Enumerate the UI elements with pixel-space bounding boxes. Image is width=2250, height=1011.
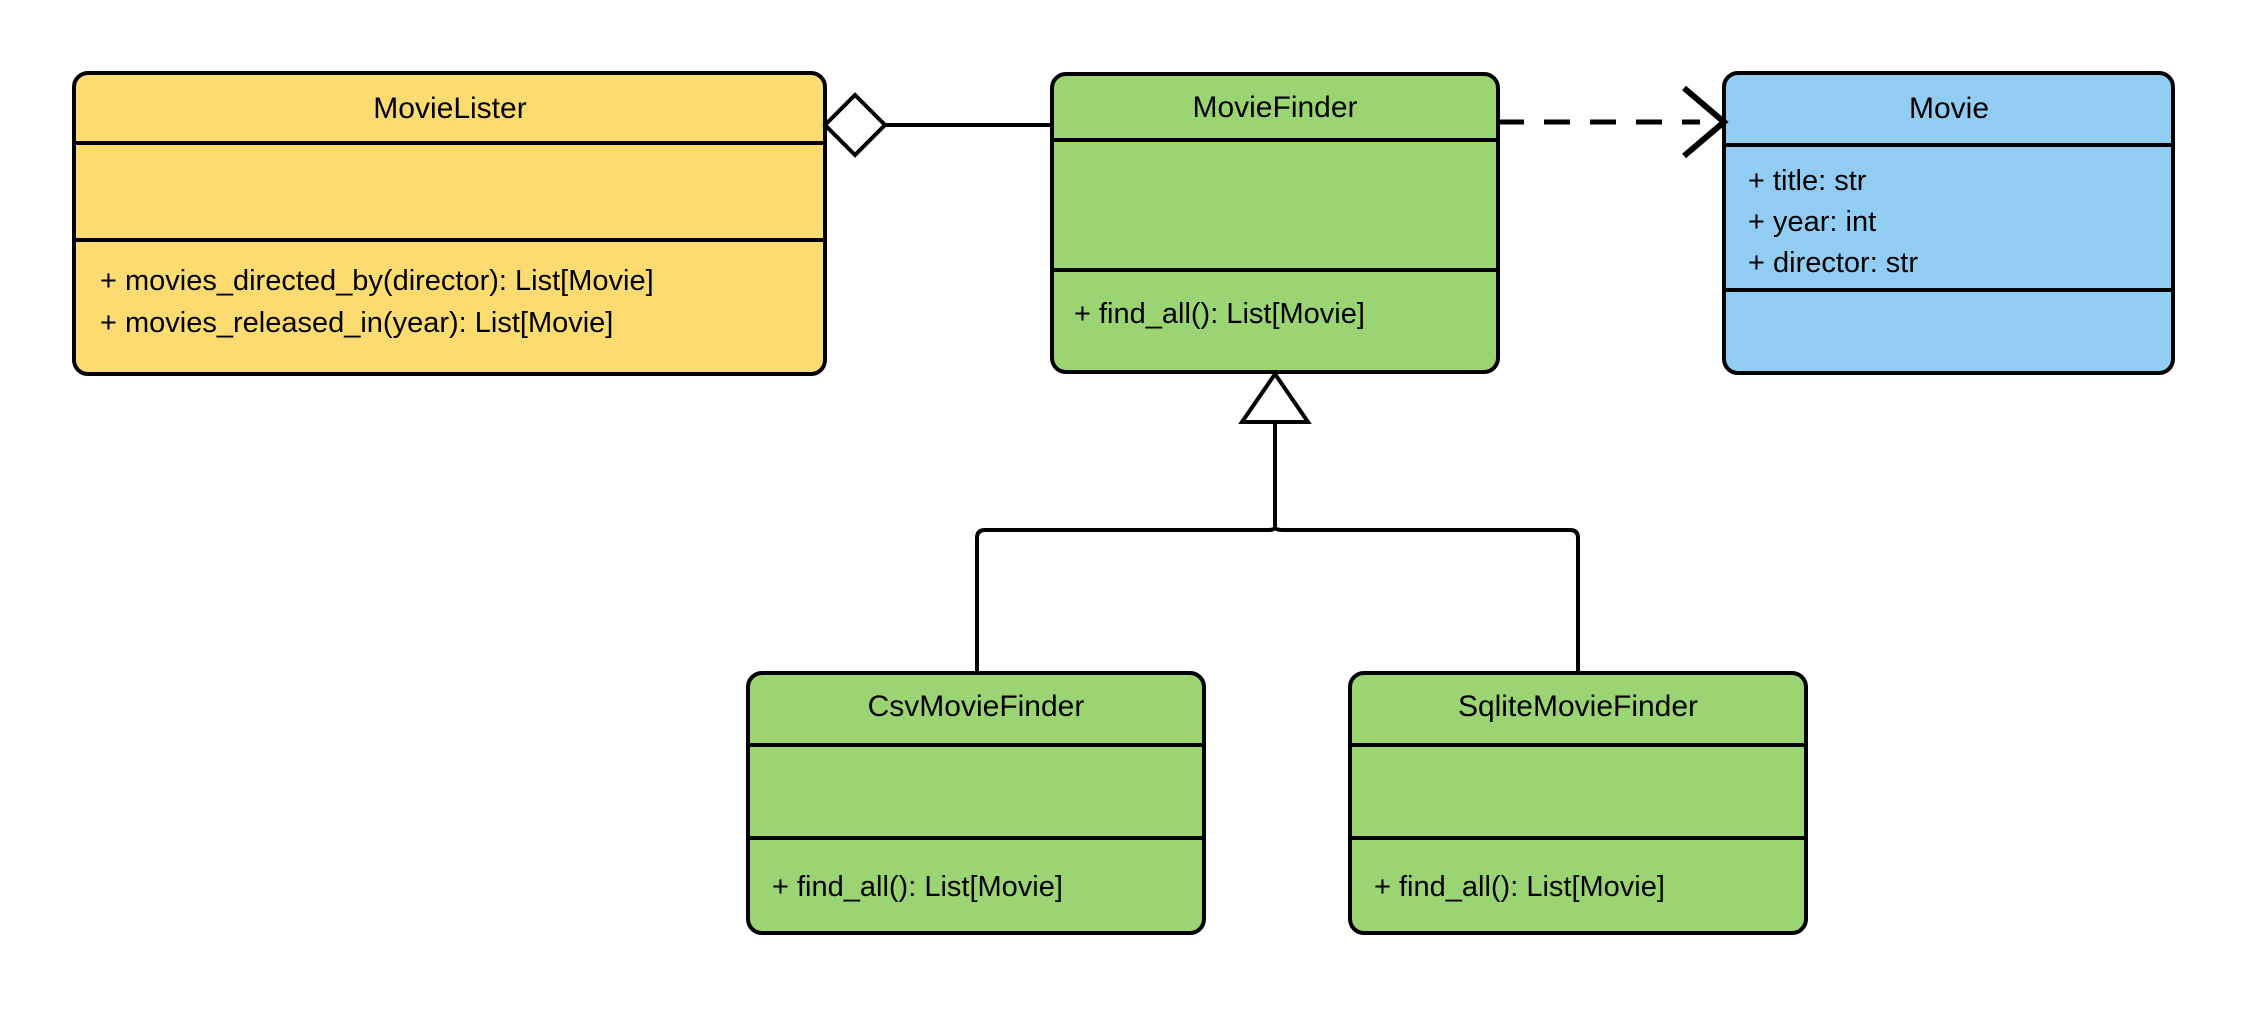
class-box-movie[interactable]: Movie + title: str + year: int + directo… [1722, 71, 2175, 375]
movie-finder-title: MovieFinder [1192, 91, 1357, 124]
relationship-aggregation-lister-finder[interactable] [822, 92, 1052, 158]
sqlite-movie-finder-method-0: + find_all(): List[Movie] [1374, 871, 1665, 903]
class-box-sqlite-movie-finder[interactable]: SqliteMovieFinder + find_all(): List[Mov… [1348, 671, 1808, 935]
class-box-movie-finder[interactable]: MovieFinder + find_all(): List[Movie] [1050, 72, 1500, 374]
class-box-csv-movie-finder[interactable]: CsvMovieFinder + find_all(): List[Movie] [746, 671, 1206, 935]
movie-title: Movie [1909, 92, 1989, 125]
movie-body[interactable] [1722, 71, 2175, 375]
movie-lister-method-1: + movies_released_in(year): List[Movie] [100, 307, 613, 339]
movie-lister-method-0: + movies_directed_by(director): List[Mov… [100, 265, 654, 297]
aggregation-diamond-icon [822, 92, 888, 158]
movie-finder-method-0: + find_all(): List[Movie] [1074, 298, 1365, 330]
generalization-branch-csv [975, 526, 1277, 673]
movie-lister-title: MovieLister [373, 92, 526, 125]
relationship-generalization-tree[interactable] [975, 370, 1580, 673]
class-box-movie-lister[interactable]: MovieLister + movies_directed_by(directo… [72, 71, 827, 376]
csv-movie-finder-title: CsvMovieFinder [868, 690, 1085, 723]
sqlite-movie-finder-title: SqliteMovieFinder [1458, 690, 1698, 723]
movie-attribute-1: + year: int [1748, 206, 1876, 238]
relationship-dependency-finder-movie[interactable] [1498, 85, 1729, 159]
movie-attribute-2: + director: str [1748, 247, 1918, 279]
generalization-branch-sqlite [1273, 526, 1580, 673]
csv-movie-finder-method-0: + find_all(): List[Movie] [772, 871, 1063, 903]
movie-lister-body[interactable] [72, 71, 827, 376]
dependency-open-arrow-icon [1682, 85, 1729, 159]
movie-attribute-0: + title: str [1748, 165, 1867, 197]
generalization-triangle-icon [1238, 370, 1312, 424]
